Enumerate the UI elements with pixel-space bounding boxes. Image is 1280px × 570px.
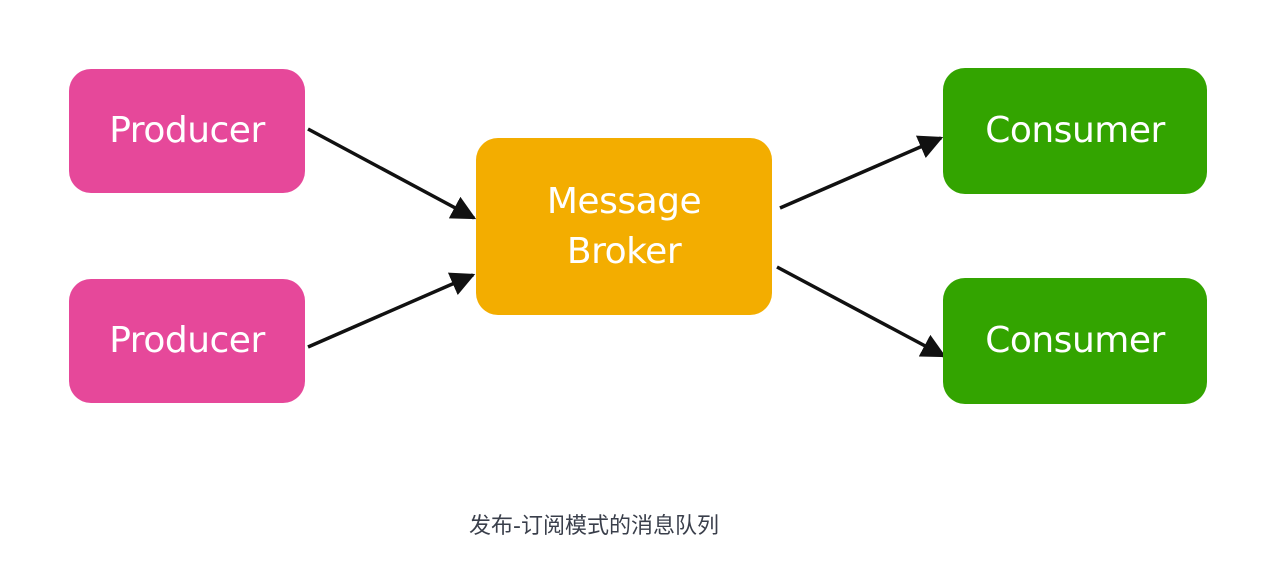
- consumer-node-2: Consumer: [943, 278, 1207, 404]
- consumer-label: Consumer: [985, 320, 1165, 361]
- producer-node-2: Producer: [69, 279, 305, 403]
- broker-label-line2: Broker: [566, 230, 682, 272]
- diagram-caption: 发布-订阅模式的消息队列: [469, 514, 719, 539]
- consumer-node-1: Consumer: [943, 68, 1207, 194]
- arrow-producer2-to-broker: [307, 272, 476, 349]
- broker-label-line1: Message: [546, 180, 702, 222]
- message-broker-node: Message Broker: [476, 138, 772, 315]
- consumer-label: Consumer: [985, 110, 1165, 151]
- arrow-producer1-to-broker: [307, 127, 477, 220]
- producer-label: Producer: [109, 320, 265, 361]
- arrow-broker-to-consumer2: [776, 265, 947, 358]
- producer-node-1: Producer: [69, 69, 305, 193]
- producer-label: Producer: [109, 110, 265, 151]
- broker-label: Message Broker: [546, 177, 702, 277]
- arrow-broker-to-consumer1: [779, 135, 944, 210]
